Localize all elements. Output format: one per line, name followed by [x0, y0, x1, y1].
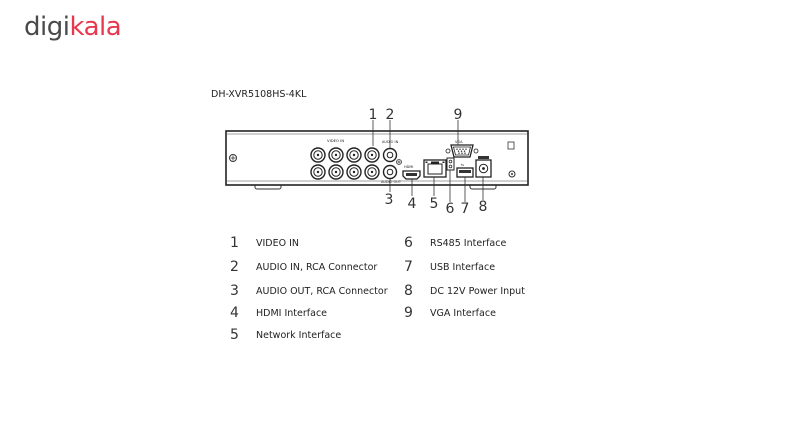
ethernet-port-icon	[423, 159, 447, 178]
legend-number: 8	[404, 283, 413, 299]
legend-text: RS485 Interface	[430, 238, 507, 249]
callout-6: 6	[446, 201, 455, 217]
audio-in-rca-icon	[382, 147, 398, 163]
callout-3: 3	[385, 192, 394, 208]
vga-port-icon	[445, 144, 479, 158]
legend-number: 9	[404, 305, 413, 321]
legend-number: 5	[230, 327, 239, 343]
video-in-bnc-group	[310, 147, 380, 180]
dc-power-port-icon	[475, 156, 492, 178]
callout-2: 2	[386, 107, 395, 123]
legend-number: 2	[230, 259, 239, 275]
left-screw-icon	[229, 154, 237, 162]
callout-5: 5	[430, 196, 439, 212]
callout-leader-lines	[372, 120, 484, 202]
plus-screw-icon	[396, 159, 402, 165]
legend-number: 3	[230, 283, 239, 299]
callout-4: 4	[408, 196, 417, 212]
bnc-connector-icon	[310, 147, 326, 163]
bnc-connector-icon	[328, 164, 344, 180]
svg-text:⇆: ⇆	[461, 163, 464, 167]
bnc-connector-icon	[364, 147, 380, 163]
digikala-logo[interactable]: digikala	[24, 12, 122, 42]
legend-text: VGA Interface	[430, 308, 496, 319]
hdmi-panel-label: HDMI	[404, 165, 413, 169]
right-screw-icon	[508, 170, 516, 178]
bnc-connector-icon	[310, 164, 326, 180]
legend-number: 7	[404, 259, 413, 275]
callout-9: 9	[454, 107, 463, 123]
bnc-connector-icon	[346, 164, 362, 180]
legend-text: HDMI Interface	[256, 308, 328, 319]
bnc-connector-icon	[328, 147, 344, 163]
logo-text-digi: digi	[24, 12, 70, 42]
ground-terminal	[507, 141, 515, 150]
vga-panel-label: VGA	[455, 140, 463, 144]
legend-text: Network Interface	[256, 330, 342, 341]
callout-8: 8	[479, 199, 488, 215]
audio-out-rca-icon	[382, 164, 398, 180]
callout-7: 7	[461, 201, 470, 217]
audio-out-panel-label: AUDIO OUT	[381, 180, 402, 184]
rs485-terminal-icon	[446, 157, 455, 171]
legend-text: DC 12V Power Input	[430, 286, 525, 297]
legend-text: USB Interface	[430, 262, 496, 273]
legend-text: AUDIO IN, RCA Connector	[256, 262, 378, 273]
model-name: DH-XVR5108HS-4KL	[211, 89, 307, 100]
legend-text: AUDIO OUT, RCA Connector	[256, 286, 388, 297]
logo-text-kala: kala	[69, 12, 122, 42]
legend-number: 6	[404, 235, 413, 251]
legend-text: VIDEO IN	[256, 238, 300, 249]
bnc-connector-icon	[346, 147, 362, 163]
callout-1: 1	[369, 107, 378, 123]
legend-number: 1	[230, 235, 239, 251]
video-in-panel-label: VIDEO IN	[327, 138, 344, 143]
bnc-connector-icon	[364, 164, 380, 180]
legend-number: 4	[230, 305, 239, 321]
